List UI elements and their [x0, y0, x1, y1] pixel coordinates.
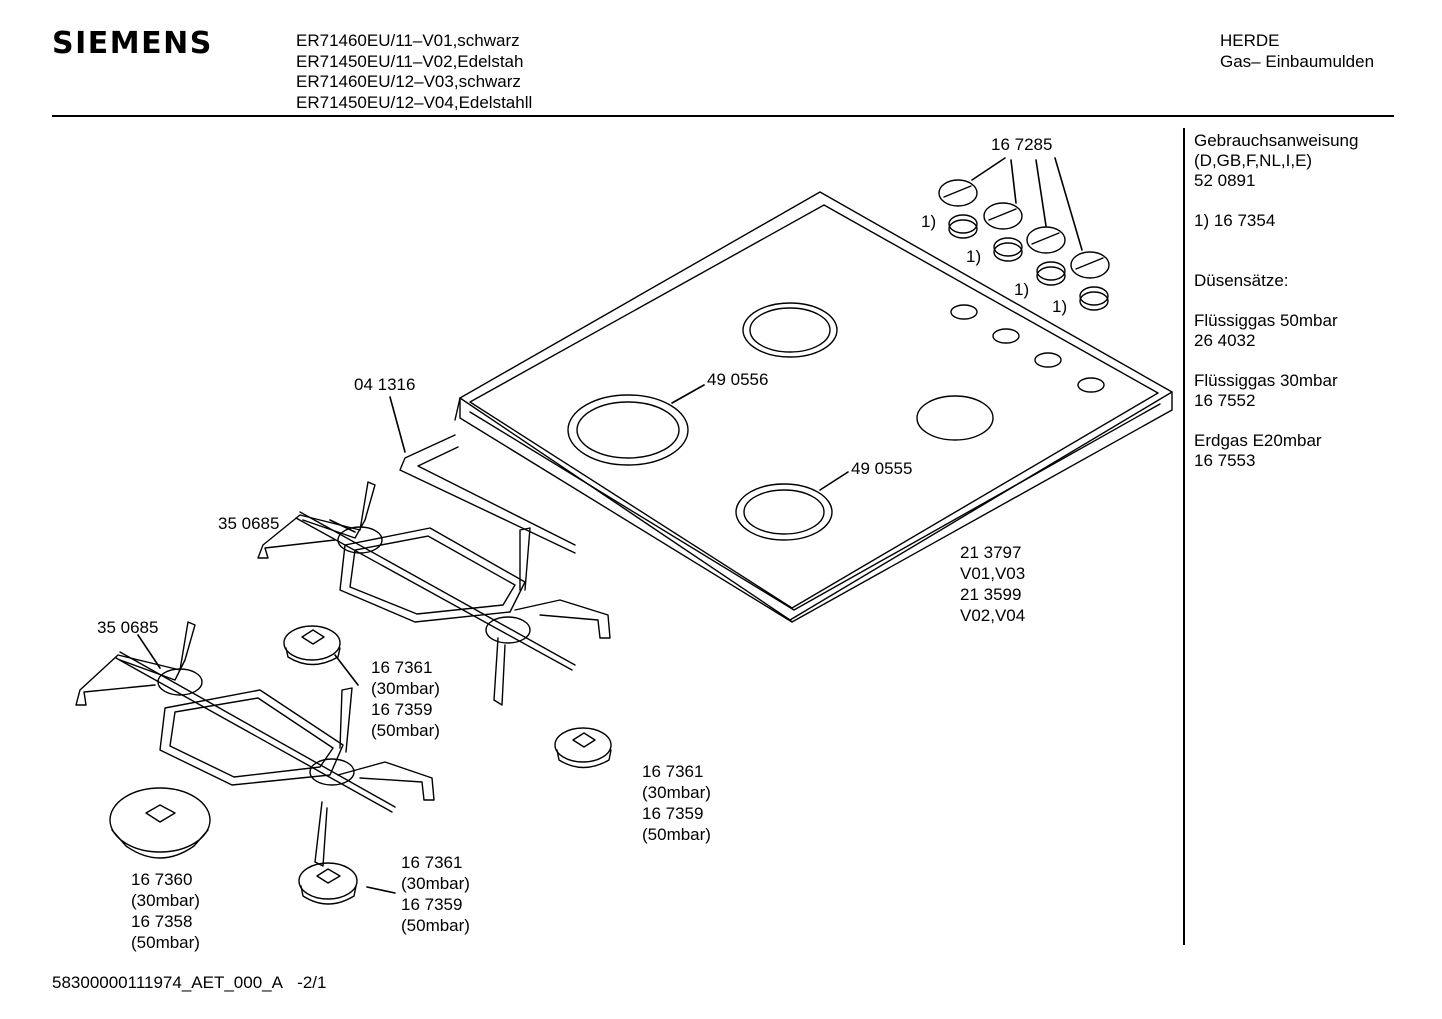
cap-number: 16 7361	[371, 658, 433, 677]
footnote-mark: 1)	[1052, 297, 1068, 316]
label-cap-c: 16 7361 (30mbar) 16 7359 (50mbar)	[401, 852, 470, 936]
manual-title: Gebrauchsanweisung	[1194, 131, 1359, 150]
manual-number: 52 0891	[1194, 171, 1256, 190]
label-hob: 21 3797 V01,V03 21 3599 V02,V04	[960, 542, 1025, 626]
subcategory: Gas– Einbaumulden	[1220, 51, 1375, 71]
pan-support-top	[258, 482, 610, 705]
model-line: ER71450EU/11–V02,Edelstah	[296, 51, 524, 71]
nozzle-number: 26 4032	[1194, 331, 1256, 350]
label-cap-b: 16 7361 (30mbar) 16 7359 (50mbar)	[642, 761, 711, 845]
model-list: ER71460EU/11–V01,schwarz ER71450EU/11–V0…	[296, 31, 532, 113]
cap-number: 16 7359	[642, 804, 704, 823]
footnote-mark: 1)	[921, 212, 937, 231]
category-block: HERDE Gas– Einbaumulden	[1220, 31, 1374, 72]
burner-cap-large	[110, 788, 210, 858]
label-cap-large: 16 7360 (30mbar) 16 7358 (50mbar)	[131, 869, 200, 953]
leader-lines	[138, 158, 1082, 893]
cap-pressure: (30mbar)	[131, 891, 200, 910]
label-knob: 16 7285	[991, 135, 1053, 154]
manual-langs: (D,GB,F,NL,I,E)	[1194, 151, 1313, 170]
model-line: ER71460EU/12–V03,schwarz	[296, 72, 521, 91]
cap-number: 16 7361	[642, 762, 704, 781]
seal-gasket	[400, 435, 575, 553]
burner-ring-small	[736, 484, 832, 540]
siemens-logo: SIEMENS	[52, 26, 213, 61]
cap-pressure: (30mbar)	[371, 679, 440, 698]
sidebar-rule	[1183, 128, 1185, 945]
cap-pressure: (50mbar)	[371, 721, 440, 740]
footnote-mark: 1)	[966, 247, 982, 266]
sidebar-notes: Gebrauchsanweisung (D,GB,F,NL,I,E) 52 08…	[1194, 131, 1358, 471]
model-line: ER71450EU/12–V04,Edelstahll	[296, 92, 533, 112]
category: HERDE	[1220, 31, 1280, 50]
cap-pressure: (30mbar)	[401, 874, 470, 893]
model-line: ER71460EU/11–V01,schwarz	[296, 31, 520, 50]
cap-number: 16 7360	[131, 870, 193, 889]
cap-pressure: (50mbar)	[642, 825, 711, 844]
cap-pressure: (50mbar)	[131, 933, 200, 952]
burner-cap-c	[299, 863, 357, 904]
burner-cap-b	[555, 728, 611, 768]
label-grate-bottom: 35 0685	[97, 618, 159, 637]
knob-holes	[951, 305, 1104, 392]
footnote-note: 1) 16 7354	[1194, 211, 1276, 230]
header-rule	[52, 115, 1394, 117]
nozzle-name: Flüssiggas 50mbar	[1194, 311, 1338, 330]
nozzle-number: 16 7552	[1194, 391, 1256, 410]
nozzle-name: Flüssiggas 30mbar	[1194, 371, 1338, 390]
label-burner-ring-large: 49 0556	[707, 370, 769, 389]
cap-number: 16 7358	[131, 912, 193, 931]
doc-id: 58300000111974_AET_000_A	[52, 973, 283, 992]
footer: 58300000111974_AET_000_A -2/1	[52, 973, 326, 993]
control-knobs	[939, 180, 1109, 310]
burner-ring-large	[568, 395, 688, 465]
cap-pressure: (30mbar)	[642, 783, 711, 802]
label-grate-top: 35 0685	[218, 514, 280, 533]
page-number: -2/1	[297, 973, 327, 992]
hob-number: 21 3599	[960, 585, 1022, 604]
label-cap-a: 16 7361 (30mbar) 16 7359 (50mbar)	[371, 657, 440, 741]
footnote-mark: 1)	[1014, 280, 1030, 299]
label-burner-ring-small: 49 0555	[851, 459, 913, 478]
cap-number: 16 7361	[401, 853, 463, 872]
cap-number: 16 7359	[371, 700, 433, 719]
burner-cap-a	[284, 626, 340, 665]
nozzle-title: Düsensätze:	[1194, 271, 1289, 290]
hob-number: 21 3797	[960, 543, 1022, 562]
nozzle-number: 16 7553	[1194, 451, 1256, 470]
burner-openings	[743, 303, 993, 440]
cap-pressure: (50mbar)	[401, 916, 470, 935]
hob-variant: V01,V03	[960, 564, 1026, 583]
hob-plate	[455, 192, 1172, 622]
hob-variant: V02,V04	[960, 606, 1026, 625]
nozzle-name: Erdgas E20mbar	[1194, 431, 1322, 450]
label-seal: 04 1316	[354, 375, 416, 394]
cap-number: 16 7359	[401, 895, 463, 914]
